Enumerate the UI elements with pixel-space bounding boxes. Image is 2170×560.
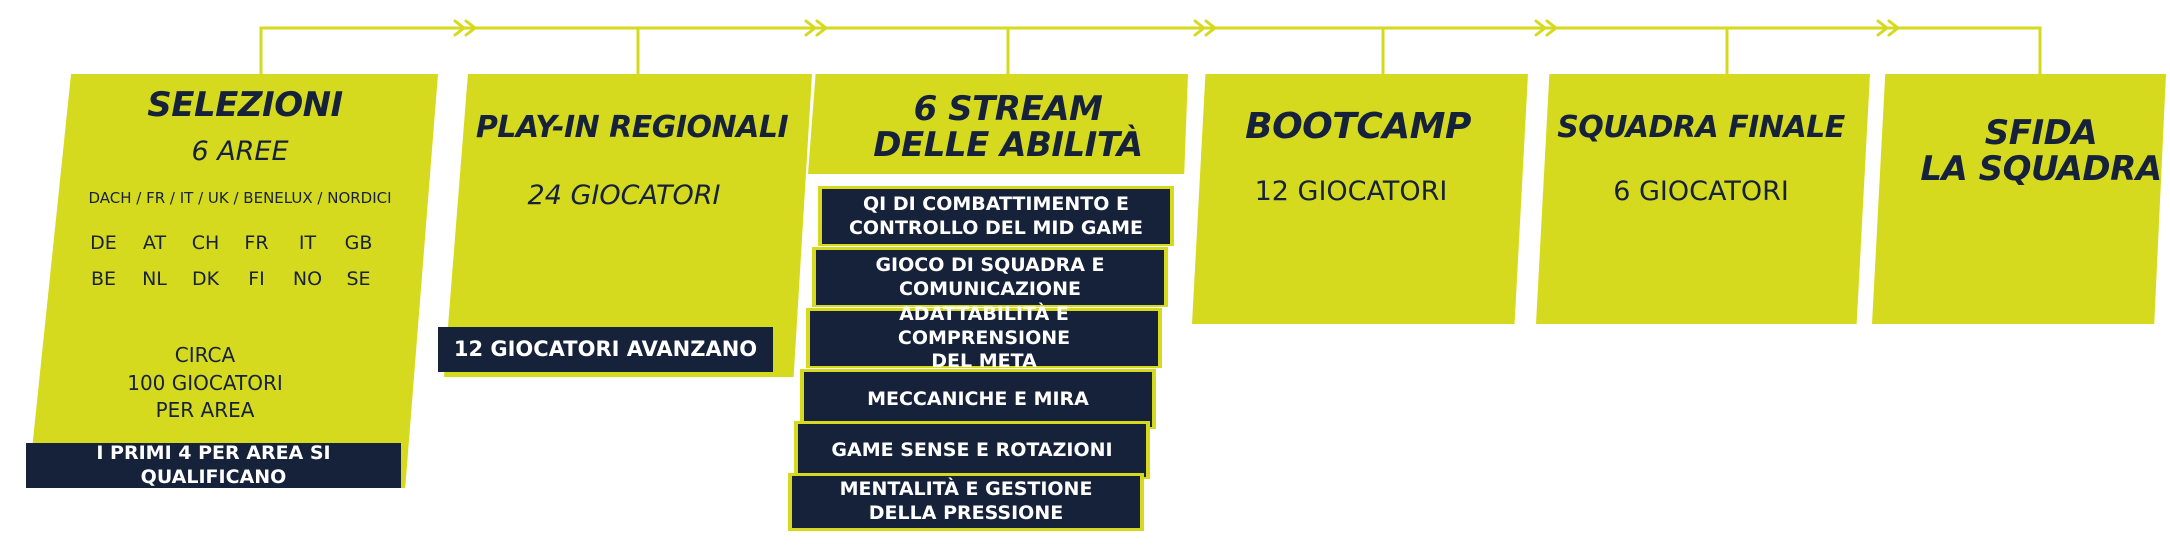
country-code: DE bbox=[90, 232, 117, 254]
stage-subtitle: 6 AREE bbox=[191, 136, 289, 167]
stage-squadra-finale-card bbox=[1536, 74, 1870, 324]
double-chevron-icon-2 bbox=[804, 19, 828, 37]
stage-title: BOOTCAMP bbox=[1245, 106, 1471, 147]
stage-title-line: DELLE ABILITÀ bbox=[873, 124, 1143, 165]
skill-stream-bar: MECCANICHE E MIRA bbox=[804, 372, 1152, 427]
country-code: FI bbox=[248, 268, 265, 290]
country-code: AT bbox=[142, 232, 167, 254]
players-line: 100 GIOCATORI bbox=[127, 370, 283, 395]
country-code: CH bbox=[191, 232, 220, 254]
stage-subtitle: 24 GIOCATORI bbox=[527, 180, 721, 211]
stage-footer-bar: 12 GIOCATORI AVANZANO bbox=[438, 327, 773, 372]
country-code-grid: DE AT CH FR IT GB BE NL DK FI NO SE bbox=[78, 232, 384, 290]
stage-subtitle: 6 GIOCATORI bbox=[1613, 176, 1789, 207]
double-chevron-icon-1 bbox=[453, 19, 477, 37]
stage-title-line: LA SQUADRA bbox=[1920, 148, 2162, 189]
players-line: CIRCA bbox=[174, 343, 236, 367]
country-code: NO bbox=[292, 268, 323, 290]
country-code: NL bbox=[142, 268, 167, 290]
double-chevron-icon-3 bbox=[1193, 19, 1217, 37]
stage-title: SELEZIONI bbox=[147, 85, 343, 125]
regions-line: DACH / FR / IT / UK / BENELUX / NORDICI bbox=[88, 189, 392, 207]
stage-footer-bar: I PRIMI 4 PER AREA SI QUALIFICANO bbox=[26, 442, 401, 488]
country-code: GB bbox=[344, 232, 373, 254]
stage-play-in-card bbox=[444, 74, 812, 377]
stage-title-line: 6 STREAM bbox=[913, 89, 1103, 129]
stage-title: 6 STREAM DELLE ABILITÀ bbox=[828, 89, 1188, 165]
players-line: PER AREA bbox=[155, 398, 255, 423]
stage-bootcamp-card bbox=[1192, 74, 1528, 324]
double-chevron-icon-5 bbox=[1876, 19, 1900, 37]
stage-selezioni-card bbox=[28, 74, 438, 488]
country-code: BE bbox=[90, 268, 117, 290]
stage-subtitle: 12 GIOCATORI bbox=[1254, 176, 1448, 207]
players-per-area: CIRCA 100 GIOCATORI PER AREA bbox=[25, 342, 385, 425]
skill-stream-bar: GAME SENSE E ROTAZIONI bbox=[798, 424, 1146, 477]
stage-sfida-card bbox=[1872, 74, 2166, 324]
stage-skill-streams-card bbox=[808, 74, 1188, 174]
country-code: IT bbox=[298, 232, 317, 254]
country-code: DK bbox=[191, 268, 220, 290]
country-code: SE bbox=[346, 268, 371, 290]
stage-title: PLAY-IN REGIONALI bbox=[475, 110, 789, 145]
double-chevron-icon-4 bbox=[1534, 19, 1558, 37]
stage-title: SQUADRA FINALE bbox=[1557, 110, 1845, 145]
stage-title-line: SFIDA bbox=[1984, 113, 2098, 153]
stage-title: SFIDA LA SQUADRA bbox=[1861, 113, 2170, 189]
country-code: FR bbox=[244, 232, 269, 254]
